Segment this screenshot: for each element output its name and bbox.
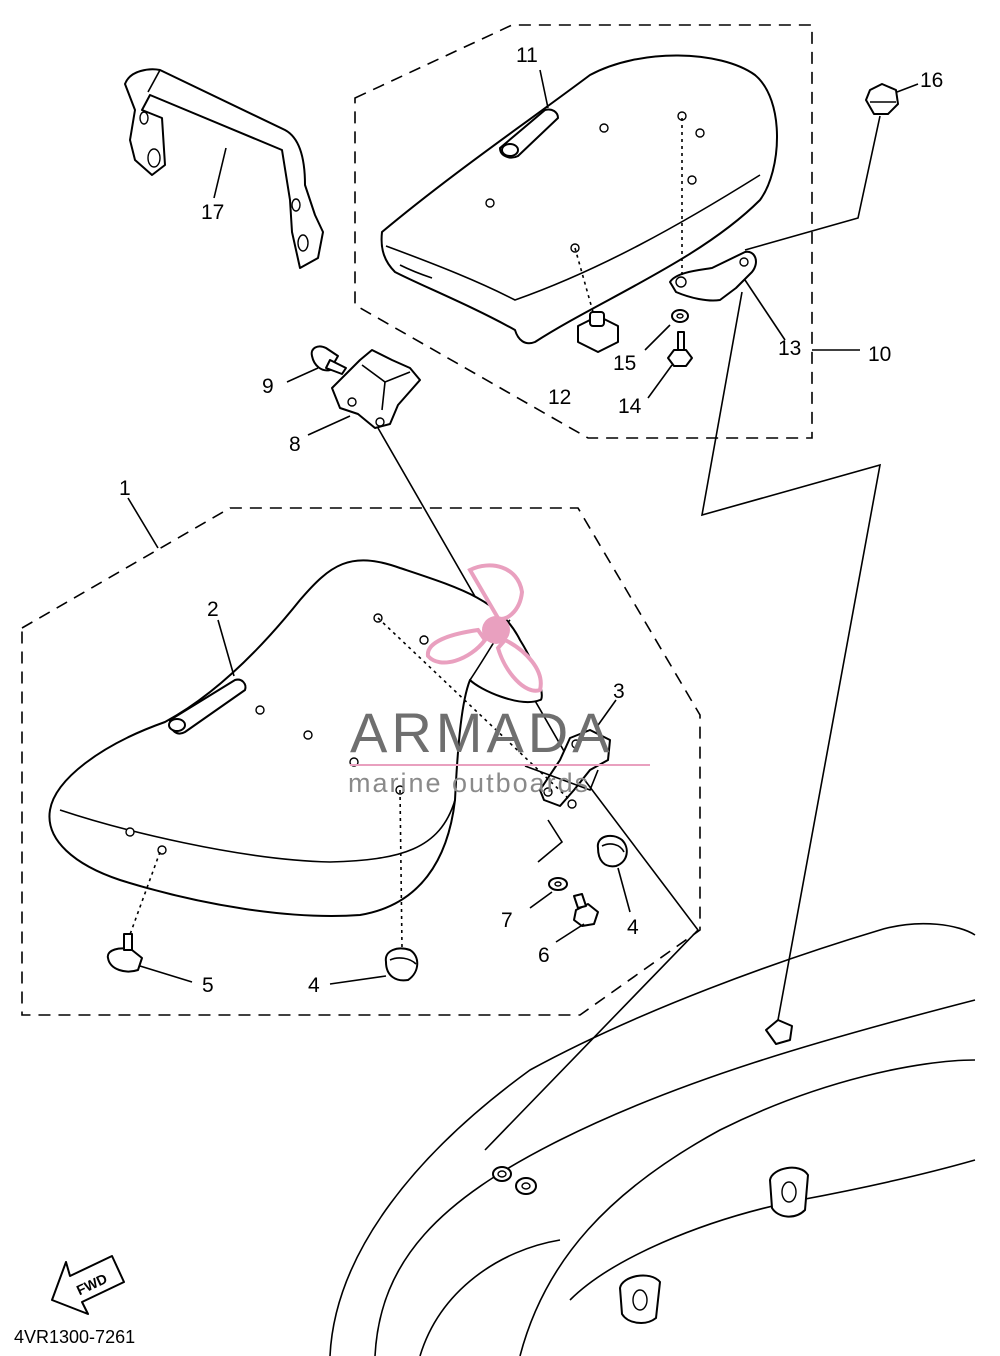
bracket-3[interactable] [524,699,617,809]
mount-line-5 [127,851,161,941]
group-10-boundary [354,24,813,439]
watermark-brand: ARMADA [350,701,614,764]
mount-line-2 [377,617,571,801]
washer-7[interactable] [529,819,568,909]
mount-line-8 [377,427,700,1151]
damper-12[interactable] [574,247,619,353]
callout-3: 3 [613,680,625,703]
callout-9: 9 [262,375,274,398]
mount-line-16 [744,115,881,251]
fwd-arrow-icon: FWD [51,1255,125,1315]
bolt-14[interactable] [647,331,693,399]
callout-16: 16 [920,69,943,92]
watermark-tagline: marine outboards [348,768,590,798]
damper-4-right[interactable] [596,834,631,913]
callout-10: 10 [868,343,891,366]
callout-4-right: 4 [627,916,639,939]
callout-5: 5 [202,974,214,997]
leader-1 [127,497,159,549]
damper-4-bottom[interactable] [329,947,419,985]
hinge-pin-2[interactable] [168,619,247,735]
callout-14: 14 [618,395,642,418]
bolt-6[interactable] [555,893,599,943]
frame-body [329,922,976,1356]
callout-17: 17 [201,201,224,224]
bolt-5[interactable] [106,933,193,983]
callout-15: 15 [613,352,636,375]
hinge-pin-11[interactable] [499,69,559,159]
bracket-13[interactable] [669,118,786,341]
armada-logo: ARMADA marine outboards [348,563,650,798]
grab-bar-17[interactable] [124,68,324,269]
mount-line-16b [700,291,882,1021]
callout-7: 7 [501,909,513,932]
front-seat[interactable] [48,559,543,917]
callout-11: 11 [516,44,538,67]
diagram-code: 4VR1300-7261 [14,1327,135,1347]
callout-2: 2 [207,598,219,621]
callout-6: 6 [538,944,550,967]
callout-12: 12 [548,386,571,409]
callout-8: 8 [289,433,301,456]
washer-15[interactable] [644,309,689,351]
bolt-9[interactable] [286,345,347,383]
bracket-8[interactable] [307,349,421,436]
nut-16[interactable] [865,83,919,115]
callout-13: 13 [778,337,801,360]
rear-seat[interactable] [380,54,778,345]
callout-4-bottom: 4 [308,974,320,997]
callout-1: 1 [119,477,131,500]
mount-line-4b [399,789,403,949]
